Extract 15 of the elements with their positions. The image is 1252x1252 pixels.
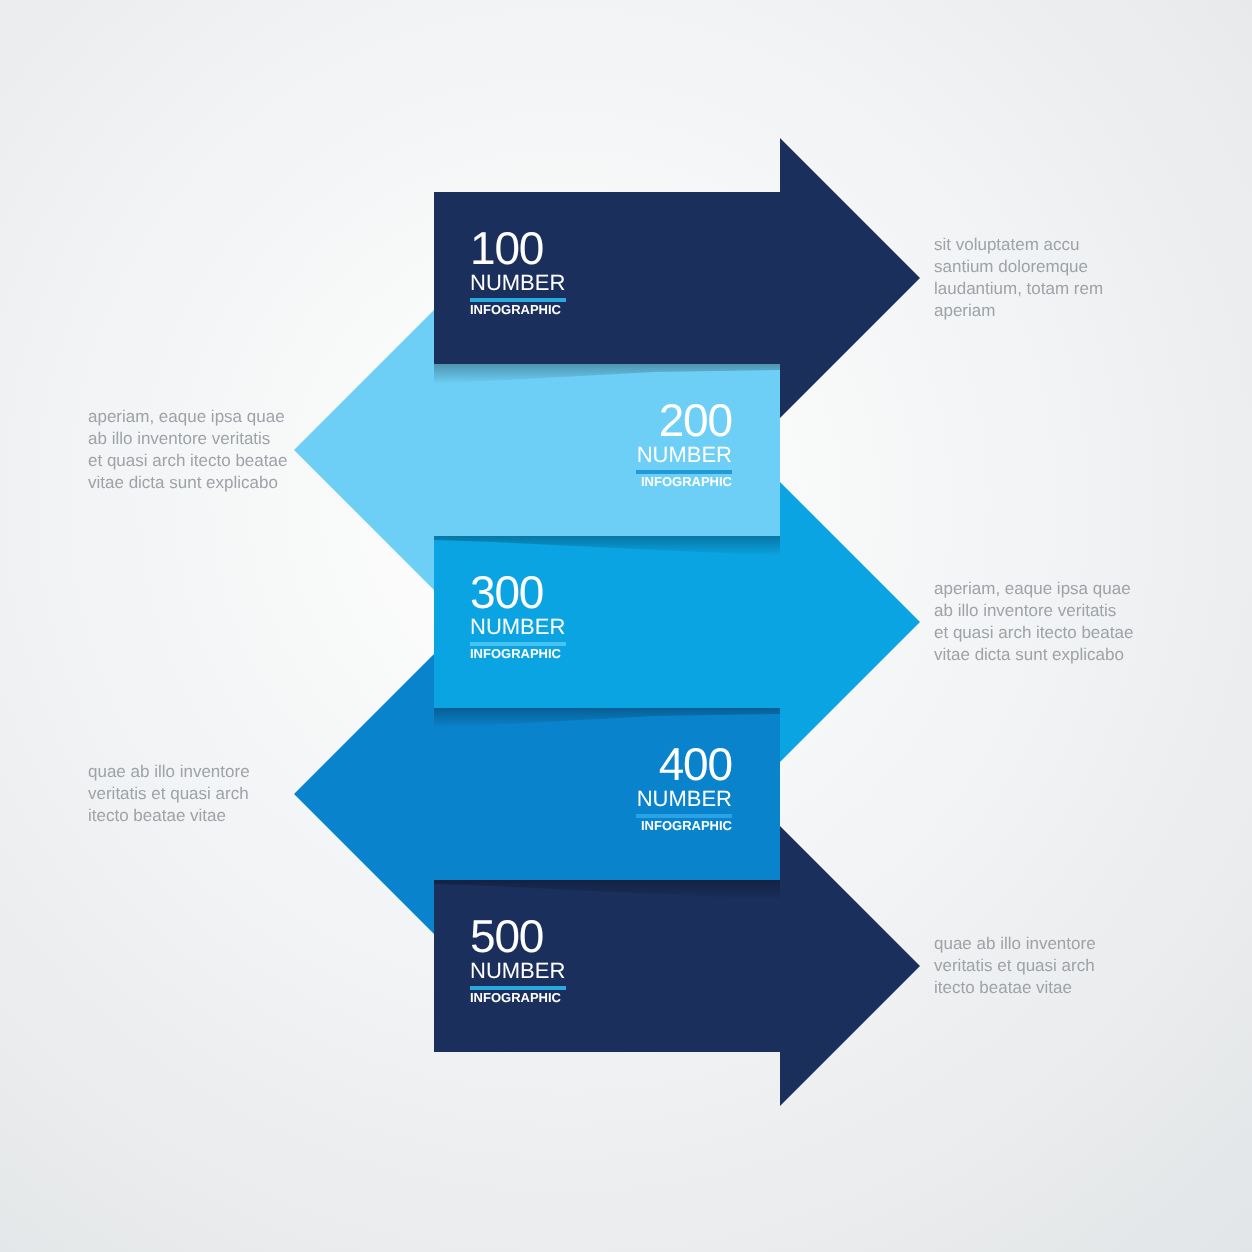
number-heading: NUMBER (636, 444, 732, 474)
description-text: sit voluptatem accu santium doloremque laudantium, totam rem aperiam (934, 234, 1106, 322)
description-text: quae ab illo inventore veritatis et quasi arch itecto beatae vitae (88, 761, 252, 827)
number-value: 100 (470, 226, 544, 272)
description-text: aperiam, eaque ipsa quae ab illo inventore veritatis et quasi arch itecto beatae vitae dicta sunt explicabo (934, 578, 1134, 666)
number-heading: NUMBER (470, 272, 566, 302)
description-text: aperiam, eaque ipsa quae ab illo inventore veritatis et quasi arch itecto beatae vitae dicta sunt explicabo (88, 406, 288, 494)
description-text: quae ab illo inventore veritatis et quasi arch itecto beatae vitae (934, 933, 1098, 999)
number-value: 200 (658, 398, 732, 444)
number-heading: NUMBER (636, 788, 732, 818)
number-heading: NUMBER (470, 616, 566, 646)
number-heading: NUMBER (470, 960, 566, 990)
number-value: 500 (470, 914, 544, 960)
number-value: 400 (658, 742, 732, 788)
number-value: 300 (470, 570, 544, 616)
